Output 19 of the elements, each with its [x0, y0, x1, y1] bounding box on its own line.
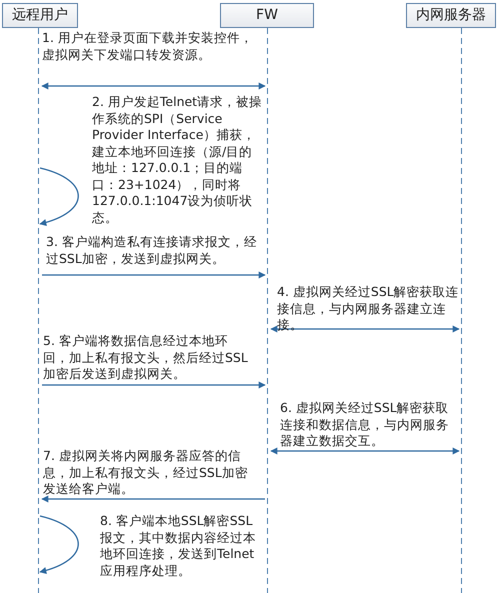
edge-label: 4. 虚拟网关经过SSL解密获取连接信息，与内网服务器建立连接。 — [277, 284, 460, 334]
edge-label: 5. 客户端将数据信息经过本地环回，加上私有报文头，然后经过SSL加密后发送到虚拟网关。 — [43, 333, 249, 382]
edge-label: 2. 用户发起Telnet请求，被操作系统的SPI（Service Provider Interface）捕获，建立本地环回连接（源/目的地址：127.0.0.1；目的端口：23+1024），同时将127.0.0.1:1047设为侦听状态。 — [92, 94, 264, 226]
message-arrow — [41, 82, 266, 90]
participant-box: FW — [220, 3, 314, 28]
edge-label: 1. 用户在登录页面下载并安装控件，虚拟网关下发端口转发资源。 — [42, 30, 254, 63]
participant-box: 远程用户 — [2, 3, 78, 28]
edge-label: 7. 虚拟网关将内网服务器应答的信息，加上私有报文头，经过SSL加密发送给客户端。 — [43, 448, 249, 498]
message-arrow — [270, 326, 460, 332]
participant-box: 内网服务器 — [406, 3, 496, 28]
message-arrow — [42, 382, 266, 388]
message-arrow — [270, 448, 460, 454]
self-message-arrow — [39, 515, 79, 574]
message-arrow — [41, 496, 265, 502]
edge-label: 8. 客户端本地SSL解密SSL报文，其中数据内容经过本地环回连接，发送到Telnet应用程序处理。 — [100, 513, 257, 579]
self-message-arrow — [39, 167, 79, 226]
edge-label: 6. 虚拟网关经过SSL解密获取连接和数据信息，与内网服务器建立数据交互。 — [280, 400, 450, 450]
message-arrow — [42, 272, 266, 278]
edge-label: 3. 客户端构造私有连接请求报文，经过SSL加密，发送到虚拟网关。 — [46, 234, 258, 267]
